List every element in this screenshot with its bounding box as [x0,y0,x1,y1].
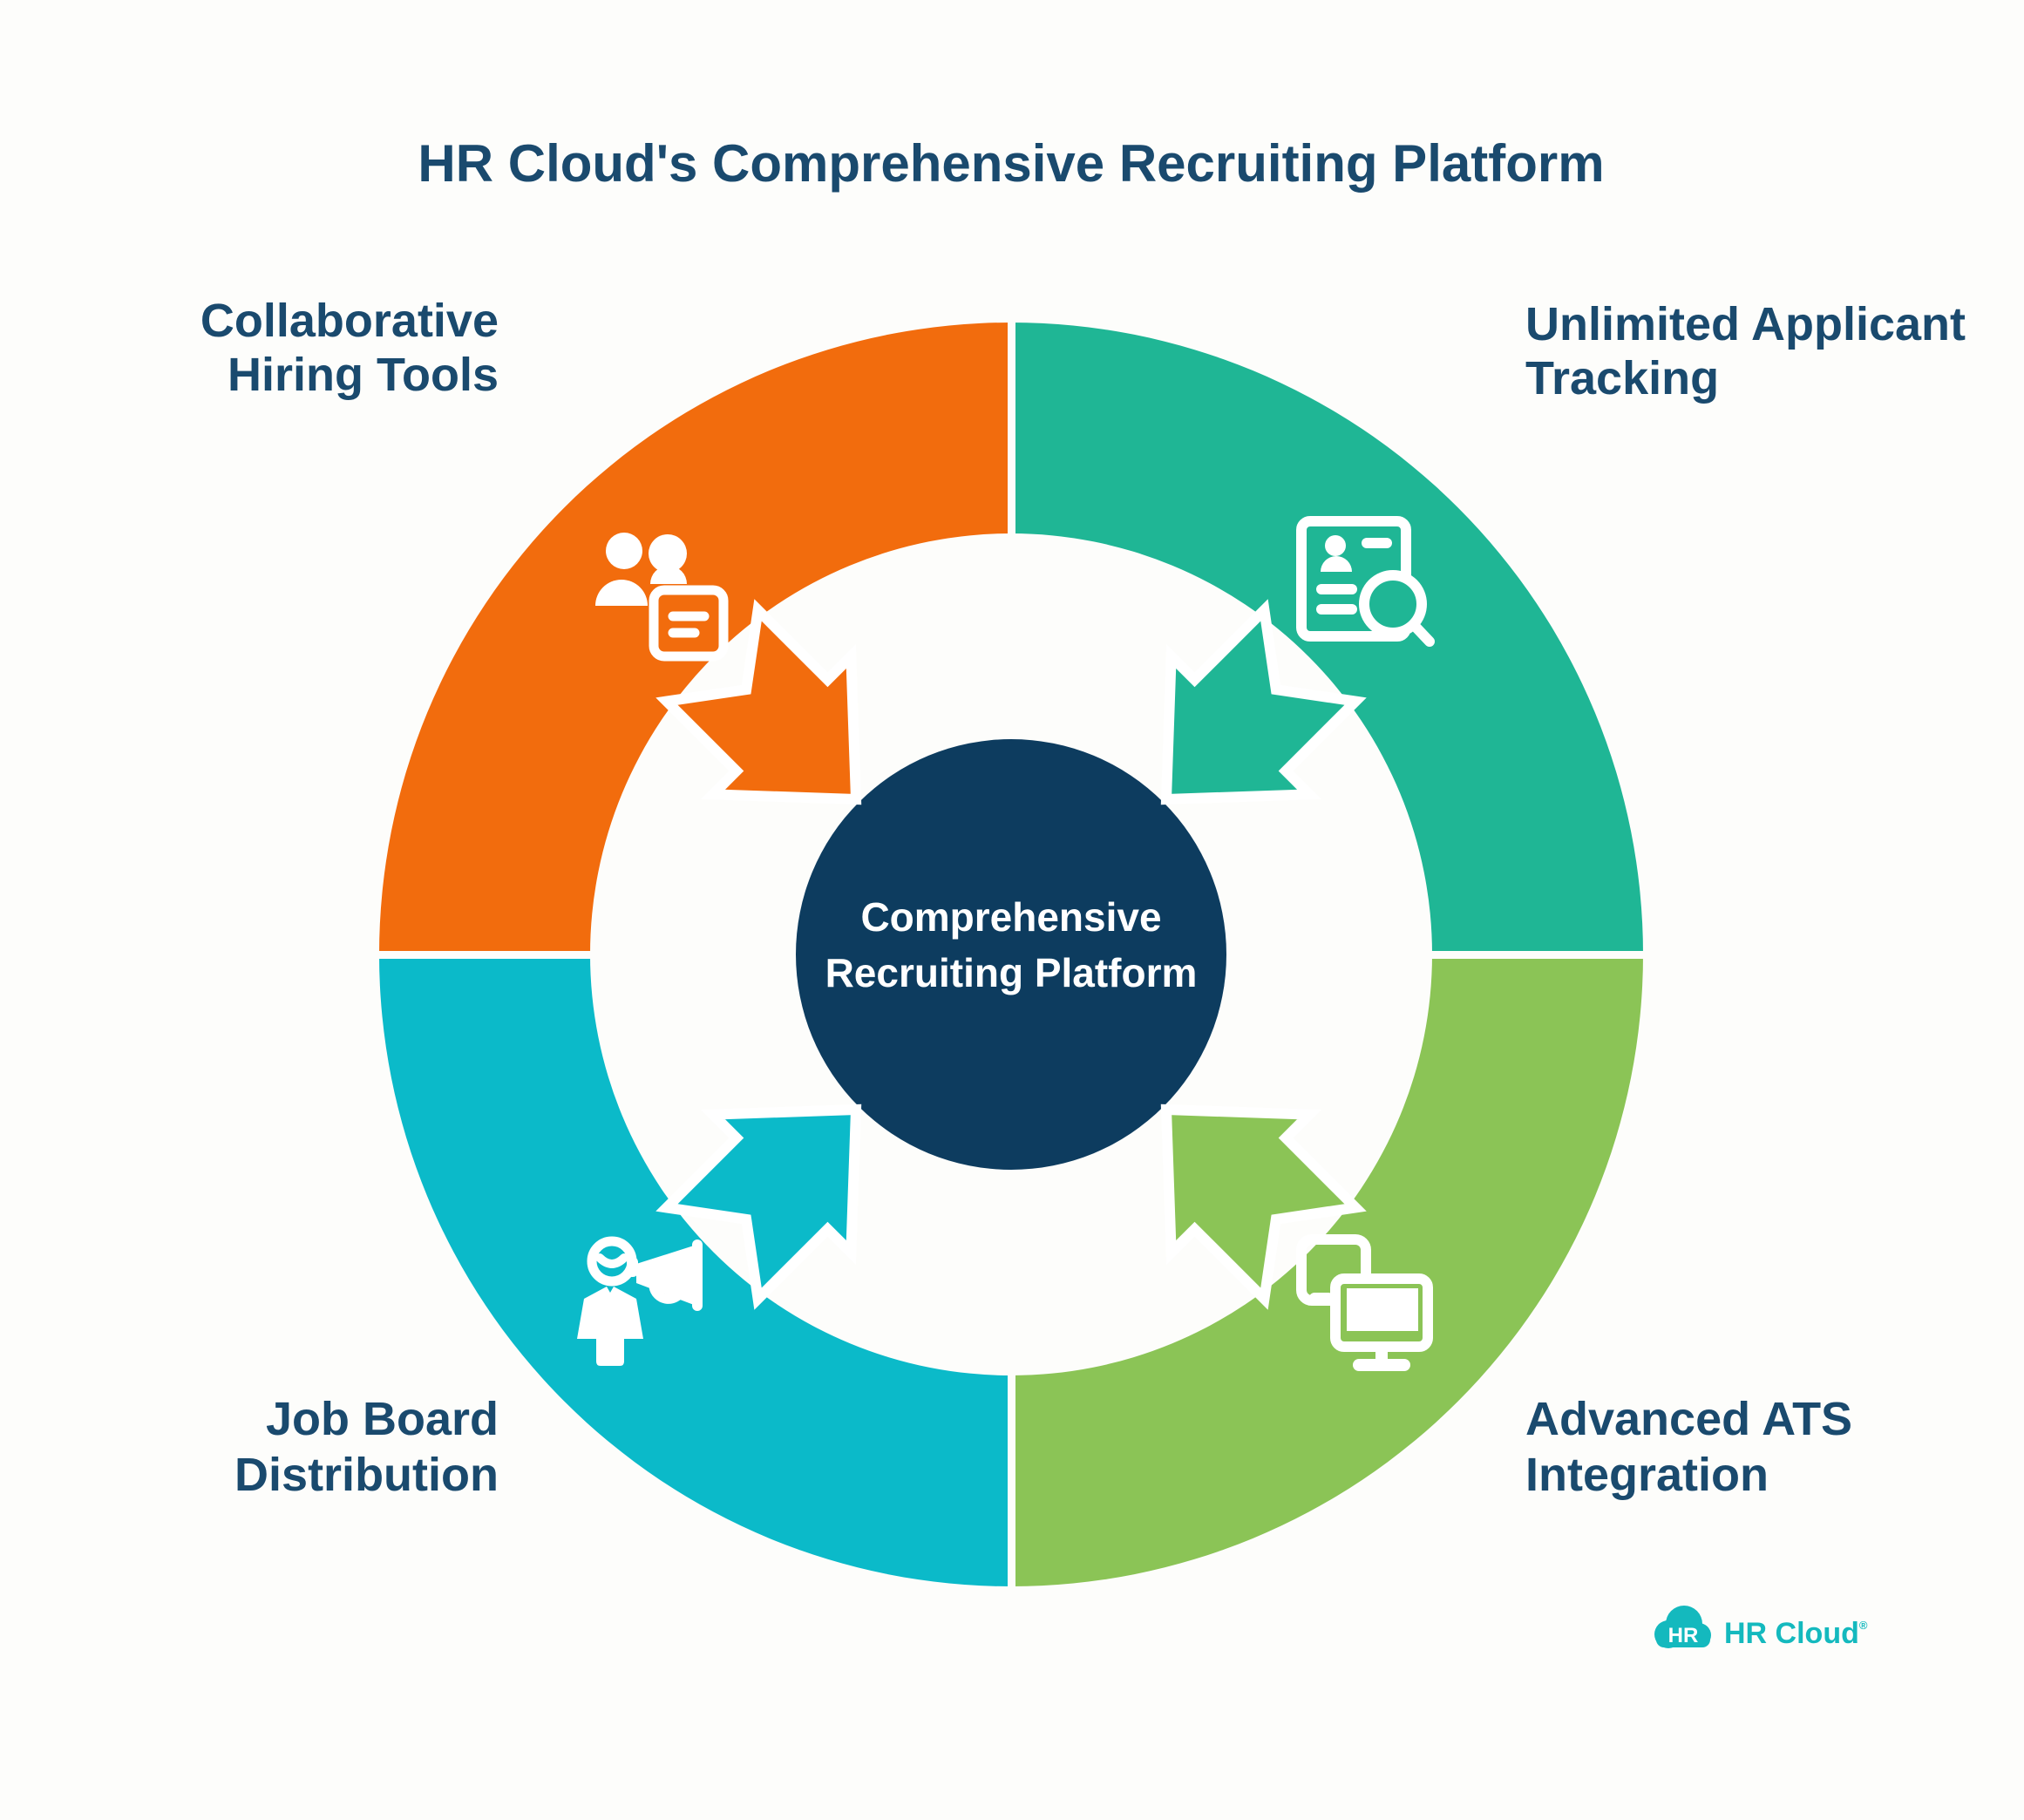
logo-badge-text: HR [1668,1624,1699,1647]
person-megaphone-icon [577,1236,703,1366]
label-collaborative-hiring-line1: Collaborative [200,295,499,347]
inward-arrow-bottom-left [655,1104,862,1310]
page-title: HR Cloud's Comprehensive Recruiting Plat… [418,134,1604,193]
label-collaborative-hiring-line2: Hiring Tools [228,349,499,401]
ring-quadrant-bottom-right [1011,954,1643,1586]
label-job-board-line2: Distribution [234,1449,499,1501]
label-ats-integration-line2: Integration [1525,1449,1769,1501]
inward-arrow-bottom-right [1160,1104,1367,1310]
resume-search-icon [1296,516,1435,647]
inward-arrow-top-left [655,599,862,805]
center-circle [796,739,1226,1170]
people-card-icon [595,533,729,662]
inward-arrows [655,599,1367,1310]
center-label-line1: Comprehensive [860,894,1161,940]
label-ats-integration-line1: Advanced ATS [1525,1393,1852,1445]
label-applicant-tracking-line2: Tracking [1525,352,1719,404]
label-applicant-tracking-line1: Unlimited Applicant [1525,298,1966,350]
quadrant-labels: Collaborative Hiring Tools Unlimited App… [200,295,1966,1501]
registered-mark: ® [1859,1619,1868,1632]
devices-icon [1296,1234,1433,1371]
inward-arrow-top-right [1160,599,1367,805]
logo-wordmark: HR Cloud® [1724,1617,1868,1650]
label-job-board-line1: Job Board [266,1393,499,1445]
cloud-icon: HR [1654,1606,1711,1648]
hr-cloud-logo: HR HR Cloud® [1654,1606,1868,1650]
center-label-line2: Recruiting Platform [825,950,1198,995]
